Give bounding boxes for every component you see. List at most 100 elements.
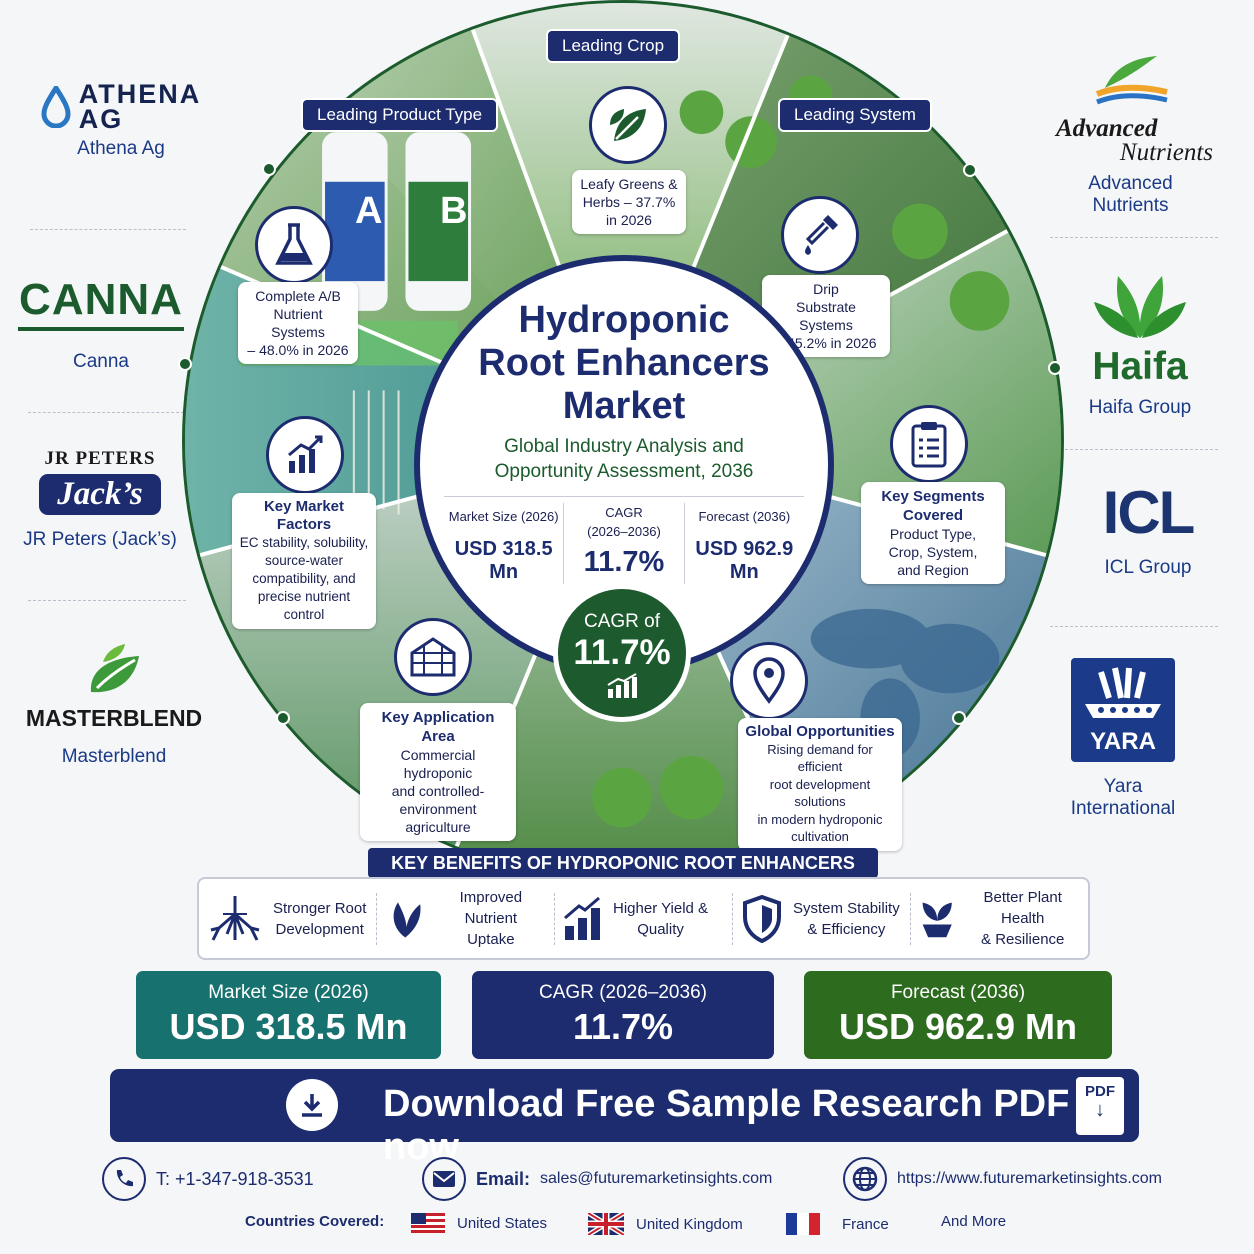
brand-caption: ICL Group (1104, 557, 1192, 578)
dropper-icon-badge (781, 196, 859, 274)
title-line: Root Enhancers (478, 342, 770, 384)
tag-leading-product: Leading Product Type (301, 98, 499, 132)
leaf-icon-badge (589, 86, 667, 164)
note-line: Herbs – 37.7% (582, 194, 676, 210)
metric-label: Market Size (2026) (448, 509, 559, 524)
note-line: in 2026 (606, 212, 652, 228)
advanced-logo-text: Advanced (1056, 115, 1158, 142)
country-name: And More (941, 1213, 1007, 1230)
note-global-opportunities: Global Opportunities Rising demand for e… (738, 718, 902, 851)
cagr-badge-label: CAGR of (583, 611, 661, 632)
haifa-logo-text: Haifa (1092, 345, 1188, 388)
benefit-label: System Stability (793, 899, 900, 917)
note-key-market-factors: Key Market Factors EC stability, solubil… (232, 493, 376, 629)
ring-dot (262, 162, 276, 176)
benefit-label: Development (275, 920, 364, 938)
ring-dot (952, 711, 966, 725)
download-icon (286, 1079, 338, 1131)
metric-value: 11.7% (583, 546, 665, 578)
note-line: Drip (813, 281, 839, 297)
divider (1050, 237, 1218, 238)
cagr-badge-value: 11.7% (573, 633, 671, 672)
key-benefits-title: KEY BENEFITS OF HYDROPONIC ROOT ENHANCER… (368, 848, 878, 878)
canna-logo-text: CANNA (18, 275, 184, 331)
clipboard-icon (911, 422, 947, 468)
masterblend-logo-text: MASTERBLEND (25, 705, 203, 731)
plant-health-icon (922, 902, 952, 937)
benefit-label: Higher Yield & (613, 899, 709, 917)
metric-value: USD 318.5 Mn (454, 538, 553, 583)
subtitle-line: Global Industry Analysis and (504, 436, 744, 457)
ring-dot (178, 357, 192, 371)
note-line: environment (399, 801, 477, 817)
envelope-icon (422, 1157, 466, 1201)
subtitle-line: Opportunity Assessment, 2036 (494, 461, 754, 482)
contact-website[interactable]: https://www.futuremarketinsights.com (843, 1157, 1162, 1201)
viking-ship-icon (1085, 667, 1161, 718)
center-metrics: Market Size (2026) USD 318.5 Mn CAGR (20… (444, 496, 804, 584)
divider (1050, 626, 1218, 627)
note-title: Key Market Factors (263, 498, 345, 533)
note-leading-crop: Leafy Greens & Herbs – 37.7% in 2026 (572, 170, 686, 234)
bottle-label-b: B (440, 190, 468, 232)
dropper-icon (805, 215, 838, 255)
stat-label: CAGR (2026–2036) (539, 982, 707, 1003)
roots-icon (210, 895, 260, 941)
download-label: Download Free Sample Research PDF now (383, 1083, 1070, 1168)
country-name: France (842, 1215, 889, 1233)
benefit-label: Better Plant Health (983, 889, 1062, 927)
note-line: Product Type, (889, 526, 977, 542)
ring-dot (1048, 361, 1062, 375)
france-flag-icon (786, 1213, 820, 1235)
note-line: Complete A/B (255, 288, 341, 304)
globe-icon (843, 1157, 887, 1201)
flask-icon (275, 223, 313, 265)
country-uk: United Kingdom (588, 1213, 743, 1235)
tag-leading-system: Leading System (778, 98, 932, 132)
metric-label: (2026–2036) (587, 524, 661, 539)
leaf-icon (393, 901, 421, 938)
stat-label: Market Size (2026) (208, 982, 369, 1003)
flask-icon-badge (255, 206, 333, 284)
stat-cagr: CAGR (2026–2036) 11.7% (472, 971, 774, 1059)
note-leading-product: Complete A/B Nutrient Systems – 48.0% in… (238, 282, 358, 364)
brand-yara: YARA Yara International (1050, 658, 1196, 820)
metric-label: CAGR (605, 505, 643, 520)
brand-masterblend: MASTERBLEND Masterblend (24, 640, 204, 768)
country-name: United Kingdom (636, 1215, 743, 1233)
country-more: And More (941, 1213, 1006, 1230)
divider (30, 229, 186, 230)
brand-icl: ICL ICL Group (1070, 478, 1226, 579)
stat-market-size: Market Size (2026) USD 318.5 Mn (136, 971, 441, 1059)
contact-phone[interactable]: T: +1-347-918-3531 (102, 1157, 314, 1201)
contact-email[interactable]: Email: sales@futuremarketinsights.com (422, 1157, 772, 1201)
note-line: Nutrient Systems (271, 306, 325, 340)
download-sample-button[interactable]: Download Free Sample Research PDF now PD… (110, 1069, 1139, 1168)
phone-icon (102, 1157, 146, 1201)
uk-flag-icon (588, 1213, 624, 1235)
phone-number: T: +1-347-918-3531 (156, 1168, 314, 1189)
benefit-label: Improved Nutrient (459, 889, 523, 927)
greenhouse-icon (410, 637, 456, 677)
water-drop-icon (41, 86, 71, 128)
country-name: United States (457, 1214, 548, 1232)
pdf-file-icon: PDF ↓ (1076, 1077, 1124, 1135)
note-line: Substrate Systems (796, 299, 856, 333)
countries-label: Countries Covered: (245, 1213, 384, 1230)
note-leading-system: Drip Substrate Systems – 45.2% in 2026 (762, 275, 890, 357)
leaves-logo-icon (90, 644, 139, 693)
divider (28, 412, 184, 413)
tag-leading-crop: Leading Crop (546, 29, 681, 63)
growth-chart-icon (607, 673, 637, 698)
nutrients-logo-text: Nutrients (1119, 139, 1213, 166)
brand-caption: Yara International (1070, 776, 1176, 819)
location-pin-icon-badge (730, 642, 808, 720)
note-line: precise nutrient control (257, 589, 351, 622)
divider (1050, 449, 1218, 450)
note-line: and Region (897, 562, 969, 578)
note-line: – 48.0% in 2026 (247, 342, 349, 358)
